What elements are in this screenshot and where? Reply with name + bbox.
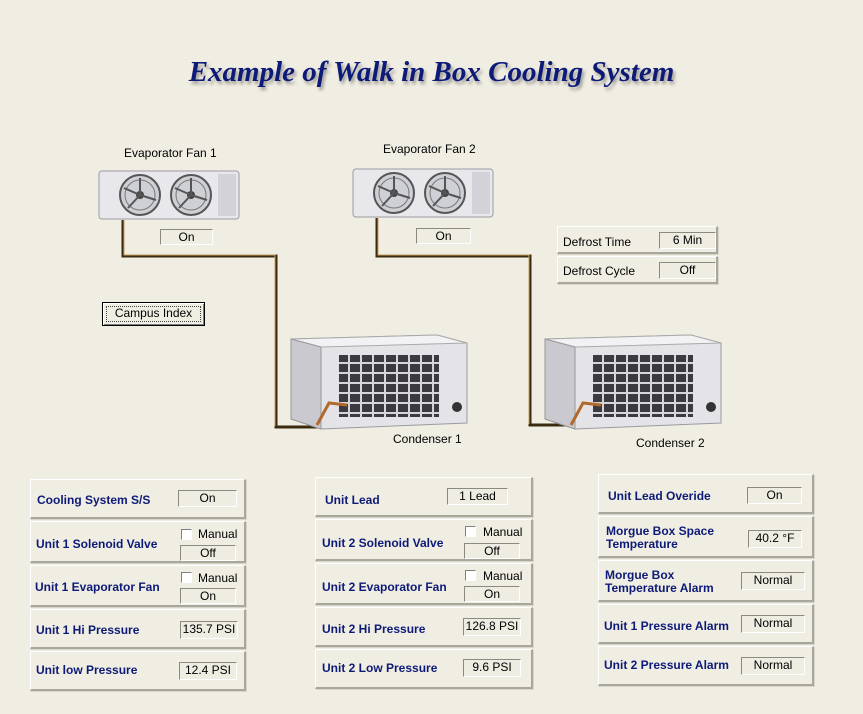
unit1-solenoid-manual-checkbox[interactable] [181,529,192,540]
unit-lead-override-panel: Unit Lead Overide On [598,474,814,514]
cooling-system-label: Cooling System S/S [37,493,151,507]
cooling-system-value: On [178,490,237,507]
temperature-alarm-panel: Morgue Box Temperature Alarm Normal [598,560,814,602]
unit2-solenoid-label: Unit 2 Solenoid Valve [322,536,444,550]
defrost-time-value: 6 Min [659,232,716,249]
unit1-evapfan-panel: Unit 1 Evaporator Fan Manual On [30,565,246,607]
unit1-solenoid-value: Off [180,545,236,561]
unit2-solenoid-manual-checkbox[interactable] [465,526,476,537]
box-temperature-label-line2: Temperature [606,537,678,551]
condenser-1-label: Condenser 1 [393,432,462,446]
defrost-cycle-value: Off [659,262,716,279]
evaporator-fan-1-label: Evaporator Fan 1 [124,146,217,160]
evaporator-fan-2-label: Evaporator Fan 2 [383,142,476,156]
unit2-lowpressure-panel: Unit 2 Low Pressure 9.6 PSI [315,649,533,689]
unit-lead-panel: Unit Lead 1 Lead [315,477,533,517]
page-title: Example of Walk in Box Cooling System [188,56,675,88]
unit2-lowpressure-label: Unit 2 Low Pressure [322,661,438,675]
condenser-2-label: Condenser 2 [636,436,705,450]
unit2-lowpressure-value: 9.6 PSI [463,659,521,677]
unit1-evapfan-value: On [180,588,236,604]
unit2-evapfan-label: Unit 2 Evaporator Fan [322,580,447,594]
unit1-solenoid-manual-label: Manual [198,527,238,541]
evaporator-fan-1-icon [98,170,240,220]
unit1-lowpressure-value: 12.4 PSI [179,662,237,680]
temperature-alarm-label-line2: Temperature Alarm [605,581,714,595]
unit1-lowpressure-label: Unit low Pressure [36,663,138,677]
unit1-hipressure-value: 135.7 PSI [180,621,238,639]
condenser-1-icon [290,334,468,430]
unit1-solenoid-label: Unit 1 Solenoid Valve [36,537,158,551]
unit2-evapfan-panel: Unit 2 Evaporator Fan Manual On [315,563,533,605]
unit2-pressure-alarm-label: Unit 2 Pressure Alarm [604,658,729,672]
unit1-pressure-alarm-label: Unit 1 Pressure Alarm [604,619,729,633]
button-focus-ring [106,306,201,322]
unit1-evapfan-manual-checkbox[interactable] [181,572,192,583]
unit1-solenoid-panel: Unit 1 Solenoid Valve Manual Off [30,521,246,563]
unit2-pressure-alarm-panel: Unit 2 Pressure Alarm Normal [598,646,814,686]
unit1-lowpressure-panel: Unit low Pressure 12.4 PSI [30,651,246,691]
unit-lead-override-value: On [747,487,802,504]
unit2-pressure-alarm-value: Normal [741,657,805,675]
unit2-solenoid-value: Off [464,543,520,559]
box-temperature-label-line1: Morgue Box Space [606,524,715,538]
unit-lead-label: Unit Lead [325,493,380,507]
campus-index-button-label: Campus Index [114,306,193,320]
cooling-system-panel: Cooling System S/S On [30,479,246,519]
unit-lead-value: 1 Lead [447,488,508,505]
unit1-evapfan-label: Unit 1 Evaporator Fan [35,580,160,594]
unit2-hipressure-label: Unit 2 Hi Pressure [322,622,426,636]
unit2-evapfan-manual-label: Manual [483,569,523,583]
unit-lead-override-label: Unit Lead Overide [608,489,711,503]
unit1-pressure-alarm-value: Normal [741,615,805,633]
evaporator-fan-2-icon [352,168,494,218]
unit2-evapfan-value: On [464,586,520,602]
evaporator-fan-1-status: On [160,229,213,245]
box-temperature-panel: Morgue Box Space Temperature 40.2 °F [598,516,814,558]
evaporator-fan-2-status: On [416,228,471,244]
unit2-solenoid-manual-label: Manual [483,525,523,539]
unit2-solenoid-panel: Unit 2 Solenoid Valve Manual Off [315,519,533,561]
campus-index-button[interactable]: Campus Index [102,302,205,326]
unit1-hipressure-label: Unit 1 Hi Pressure [36,623,140,637]
unit1-pressure-alarm-panel: Unit 1 Pressure Alarm Normal [598,604,814,644]
unit1-hipressure-panel: Unit 1 Hi Pressure 135.7 PSI [30,609,246,649]
defrost-time-panel: Defrost Time 6 Min [557,226,718,254]
temperature-alarm-label-line1: Morgue Box [605,568,675,582]
unit2-hipressure-value: 126.8 PSI [463,618,521,636]
box-temperature-value: 40.2 °F [748,530,802,548]
unit1-evapfan-manual-label: Manual [198,571,238,585]
temperature-alarm-value: Normal [741,572,805,590]
defrost-time-label: Defrost Time [563,235,632,249]
unit2-hipressure-panel: Unit 2 Hi Pressure 126.8 PSI [315,607,533,647]
unit2-evapfan-manual-checkbox[interactable] [465,570,476,581]
defrost-cycle-label: Defrost Cycle [563,264,636,278]
defrost-cycle-panel: Defrost Cycle Off [557,256,718,284]
condenser-2-icon [544,334,722,430]
